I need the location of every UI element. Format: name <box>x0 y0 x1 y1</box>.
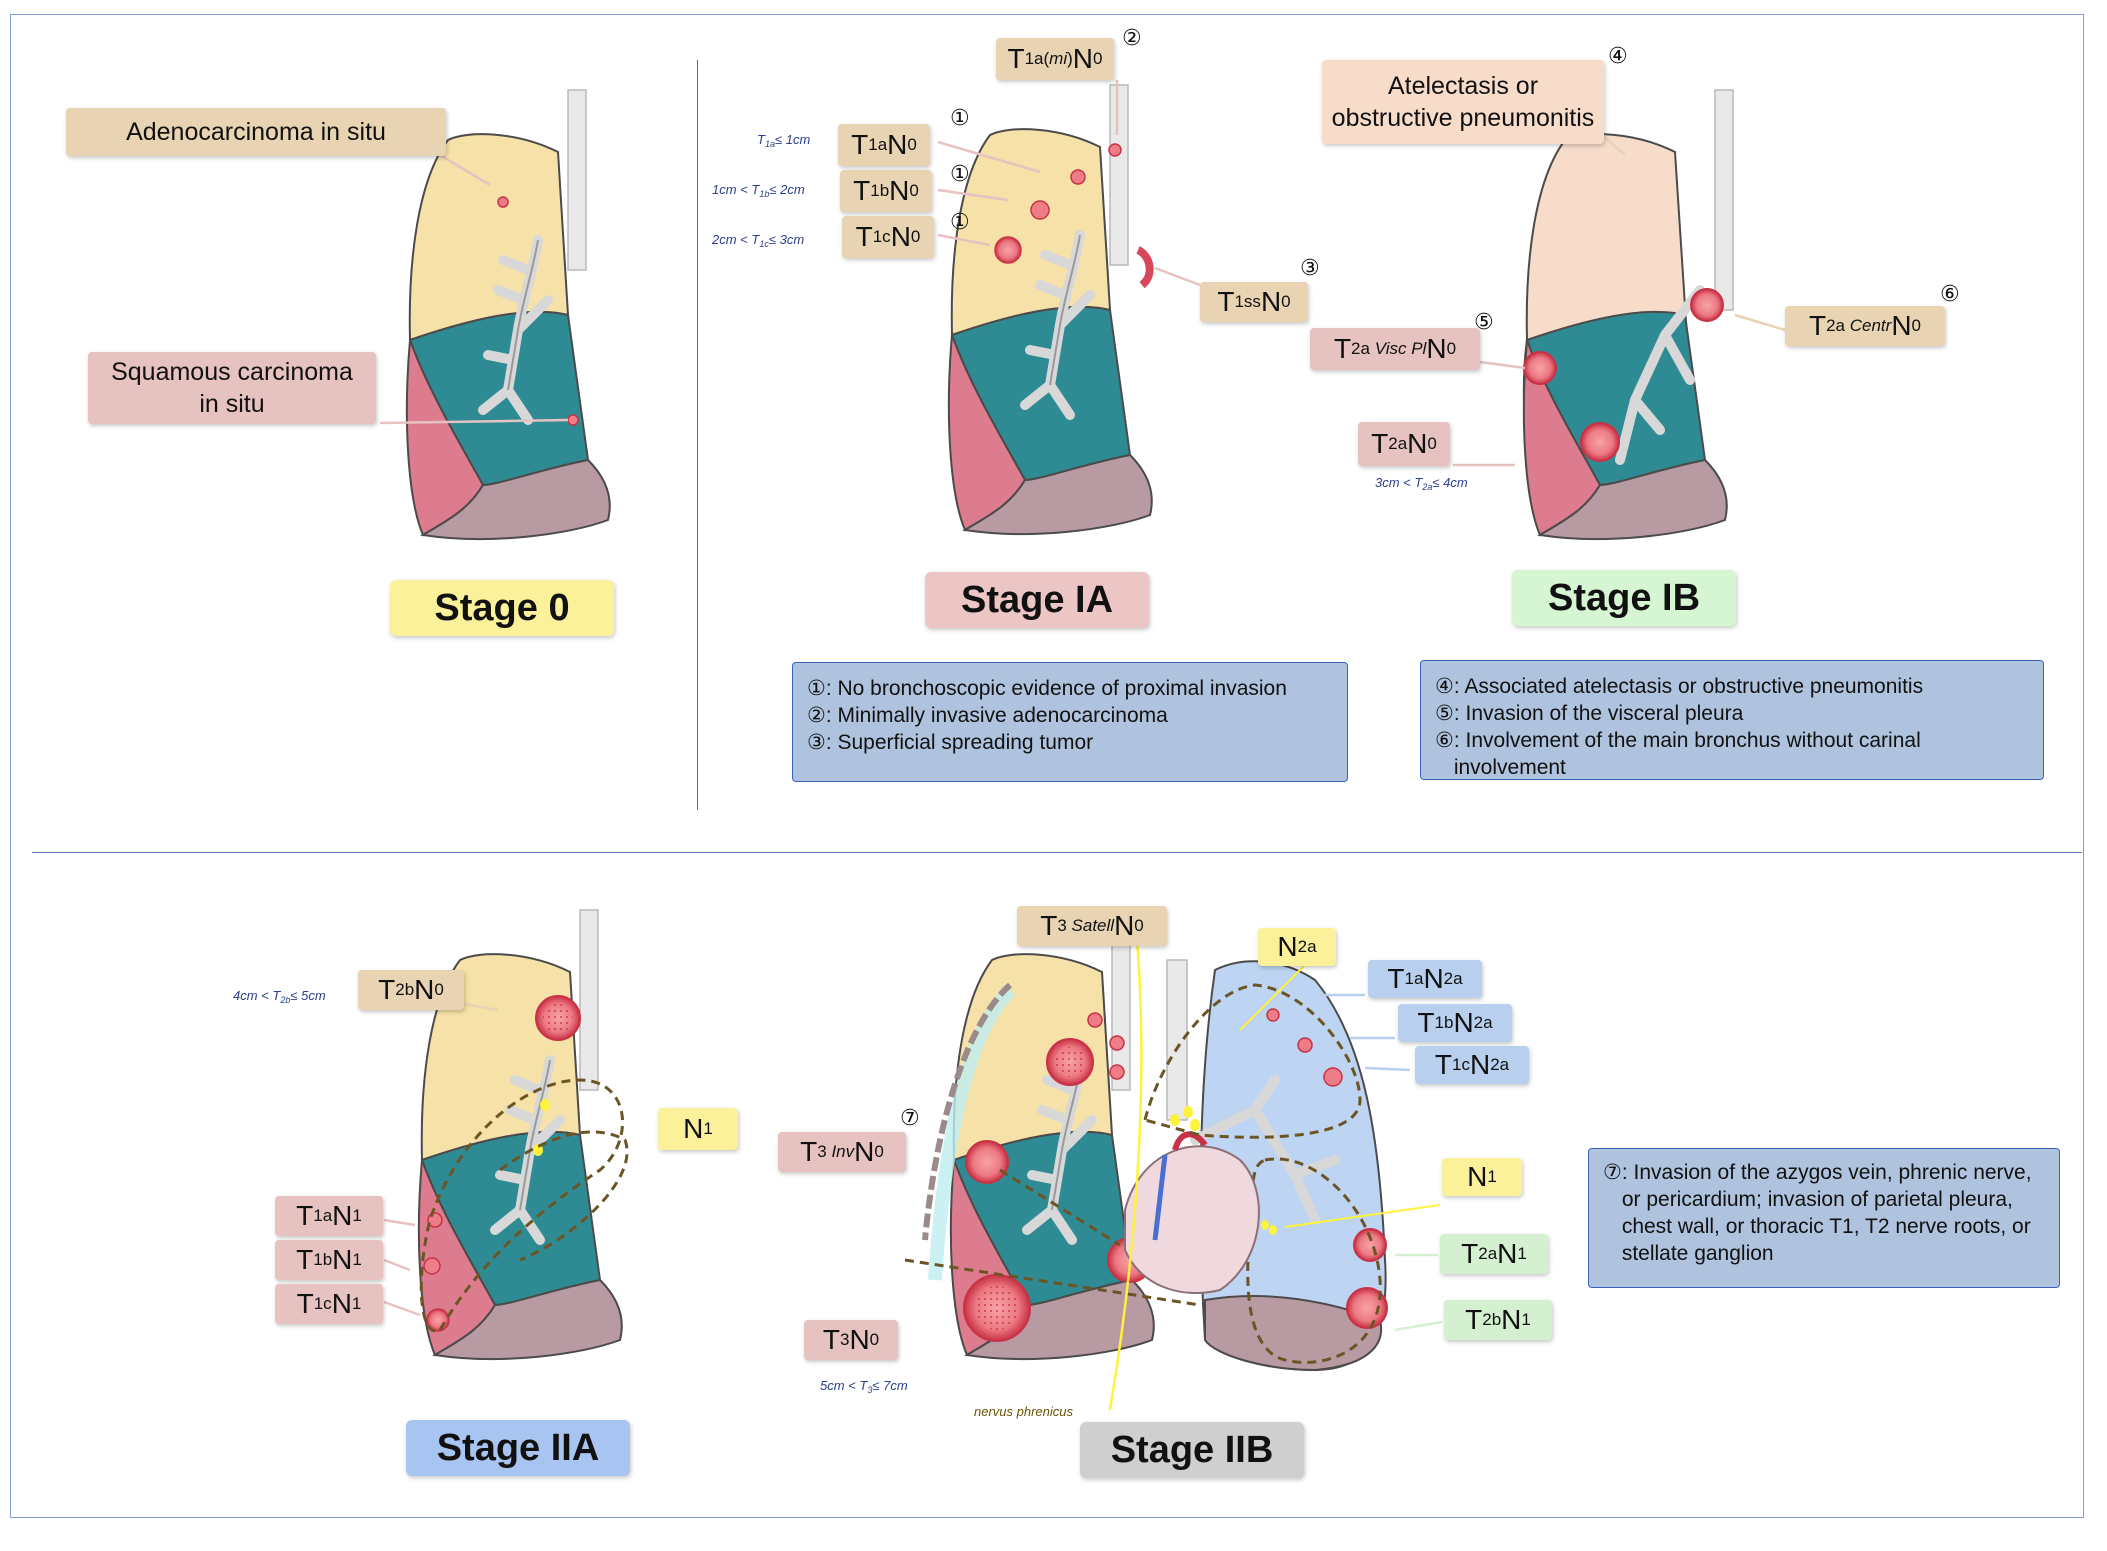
pointer-t2b-n1 <box>1394 1320 1443 1332</box>
range-t1c: 2cm < T1c≤ 3cm <box>712 232 805 249</box>
stage-iib-badge: Stage IIB <box>1080 1422 1304 1478</box>
lung-stage-ia <box>949 85 1152 534</box>
pointer-squamous <box>379 418 569 425</box>
pointer-t1c-n2a <box>1364 1066 1411 1072</box>
lung-stage-ib <box>1522 89 1734 541</box>
pointer-n1-iib <box>1284 1204 1441 1228</box>
note-3: ③: Superficial spreading tumor <box>807 730 1094 754</box>
pointer-t1ss <box>1154 266 1201 287</box>
stage-ib-badge: Stage IB <box>1512 570 1736 626</box>
pointer-t1a-n1 <box>383 1218 416 1227</box>
pointer-t2a-centr <box>1734 313 1786 332</box>
lung-stage-iib-right <box>951 910 1154 1359</box>
pointer-t1a <box>937 140 1041 174</box>
phrenic-nerve-label: nervus phrenicus <box>974 1404 1073 1419</box>
mark-1-b: ① <box>950 162 970 187</box>
mark-6: ⑥ <box>1940 282 1960 307</box>
heart-illustration <box>1124 959 1260 1294</box>
pointer-t1c <box>937 233 991 247</box>
note-5: ⑤: Invasion of the visceral pleura <box>1435 701 1744 725</box>
note-7: ⑦ : Invasion of the azygos vein, phrenic… <box>1603 1160 2032 1265</box>
stage-ia-badge: Stage IA <box>925 572 1149 628</box>
column-divider <box>697 60 698 810</box>
note-2: ②: Minimally invasive adenocarcinoma <box>807 703 1168 727</box>
mark-7: ⑦ <box>900 1106 920 1131</box>
pointer-t1b <box>937 188 1009 202</box>
mark-1-a: ① <box>950 106 970 131</box>
notes-stage-iib: ⑦ : Invasion of the azygos vein, phrenic… <box>1588 1148 2060 1288</box>
n2a-zone <box>1143 983 1362 1139</box>
stage-iia-badge: Stage IIA <box>406 1420 630 1476</box>
row-divider <box>32 852 2082 853</box>
label-atelectasis: Atelectasis or obstructive pneumonitis <box>1322 60 1604 144</box>
mark-2: ② <box>1122 26 1142 51</box>
pointer-ais <box>439 153 491 187</box>
lung-stage-iib-left <box>1190 960 1388 1372</box>
mark-1-c: ① <box>950 210 970 235</box>
range-t1a: T1a≤ 1cm <box>757 132 811 149</box>
mark-3: ③ <box>1300 256 1320 281</box>
pointer-t2a-visc <box>1479 360 1526 370</box>
lung-stage-0 <box>407 90 610 539</box>
mark-5: ⑤ <box>1474 310 1494 335</box>
mark-4: ④ <box>1608 44 1628 69</box>
note-4: ④: Associated atelectasis or obstructive… <box>1435 674 1924 698</box>
range-t1b: 1cm < T1b≤ 2cm <box>712 182 805 199</box>
notes-stage-ib: ④: Associated atelectasis or obstructive… <box>1420 660 2044 780</box>
stage-0-badge: Stage 0 <box>390 580 614 636</box>
range-t2a: 3cm < T2a≤ 4cm <box>1375 475 1468 492</box>
range-t2b: 4cm < T2b≤ 5cm <box>233 988 326 1005</box>
lung-stage-iia <box>419 910 629 1359</box>
chest-wall <box>928 985 1016 1281</box>
pointer-t1b-n1 <box>383 1258 411 1272</box>
pointer-t1c-n1 <box>383 1300 421 1317</box>
range-t3: 5cm < T3≤ 7cm <box>820 1378 908 1395</box>
notes-stage-ia: ①: No bronchoscopic evidence of proximal… <box>792 662 1348 782</box>
note-6: ⑥: Involvement of the main bronchus with… <box>1435 728 1921 779</box>
phrenic-nerve <box>1108 939 1143 1411</box>
pointer-n2a <box>1239 959 1311 1031</box>
label-squamous-carcinoma-in-situ: Squamous carcinoma in situ <box>88 352 376 424</box>
label-adenocarcinoma-in-situ: Adenocarcinoma in situ <box>66 108 446 156</box>
note-1: ①: No bronchoscopic evidence of proximal… <box>807 676 1287 700</box>
outer-frame <box>10 14 2084 1518</box>
